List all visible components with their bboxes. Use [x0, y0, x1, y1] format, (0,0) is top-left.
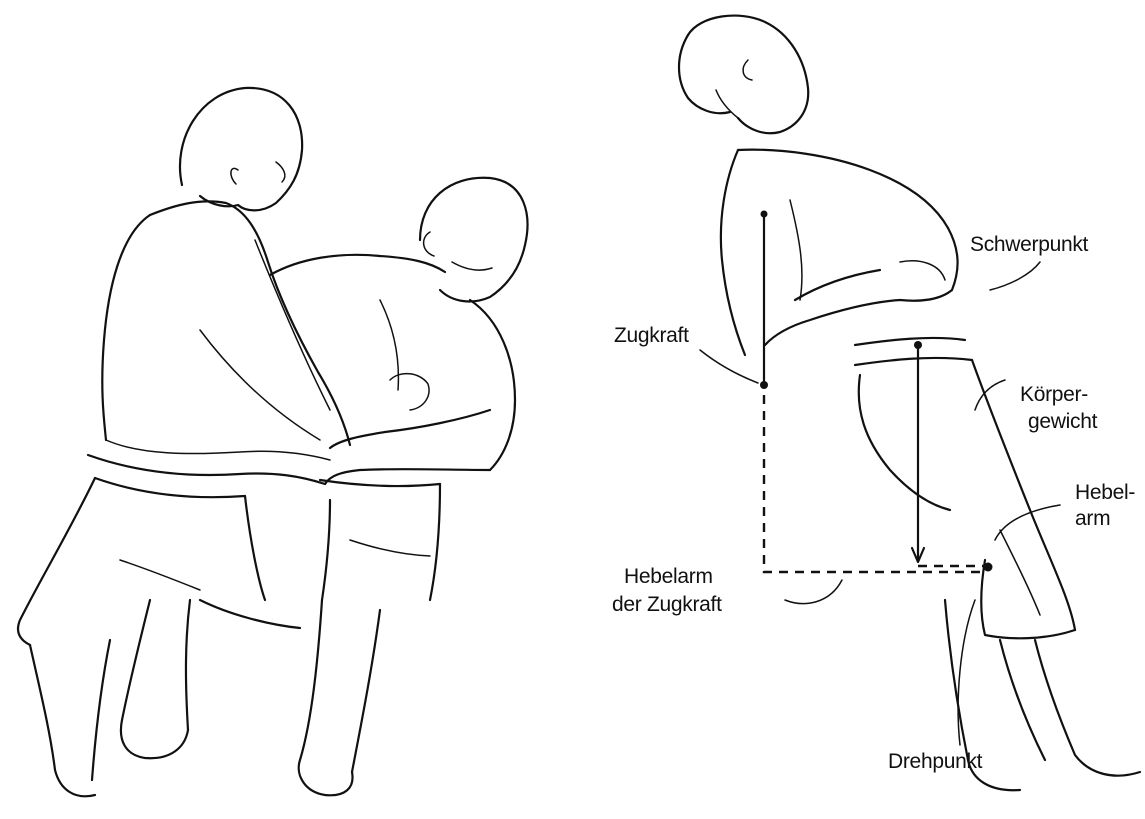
label-hebelarm-line1: Hebel-	[1075, 481, 1135, 504]
leader-hebelarm-zugkraft	[785, 580, 842, 604]
leader-schwerpunkt	[990, 262, 1040, 290]
upper-pull-point	[761, 211, 768, 218]
label-drehpunkt: Drehpunkt	[888, 750, 982, 773]
leader-zugkraft	[700, 350, 758, 383]
label-hebelarm-line2: arm	[1075, 507, 1110, 530]
label-koerpergewicht-line1: Körper-	[1020, 383, 1088, 406]
label-hebelarm-der-zugkraft-line1: Hebelarm	[624, 565, 713, 588]
pull-lever-arm-dashed	[764, 395, 985, 572]
label-hebelarm-der-zugkraft-line2: der Zugkraft	[612, 593, 722, 616]
pivot-point	[984, 563, 993, 572]
leader-hebelarm	[995, 505, 1060, 540]
pull-point	[760, 381, 768, 389]
label-koerpergewicht-line2: gewicht	[1028, 410, 1097, 433]
label-schwerpunkt: Schwerpunkt	[970, 233, 1088, 256]
label-leaders	[700, 262, 1060, 745]
label-zugkraft: Zugkraft	[614, 324, 689, 347]
